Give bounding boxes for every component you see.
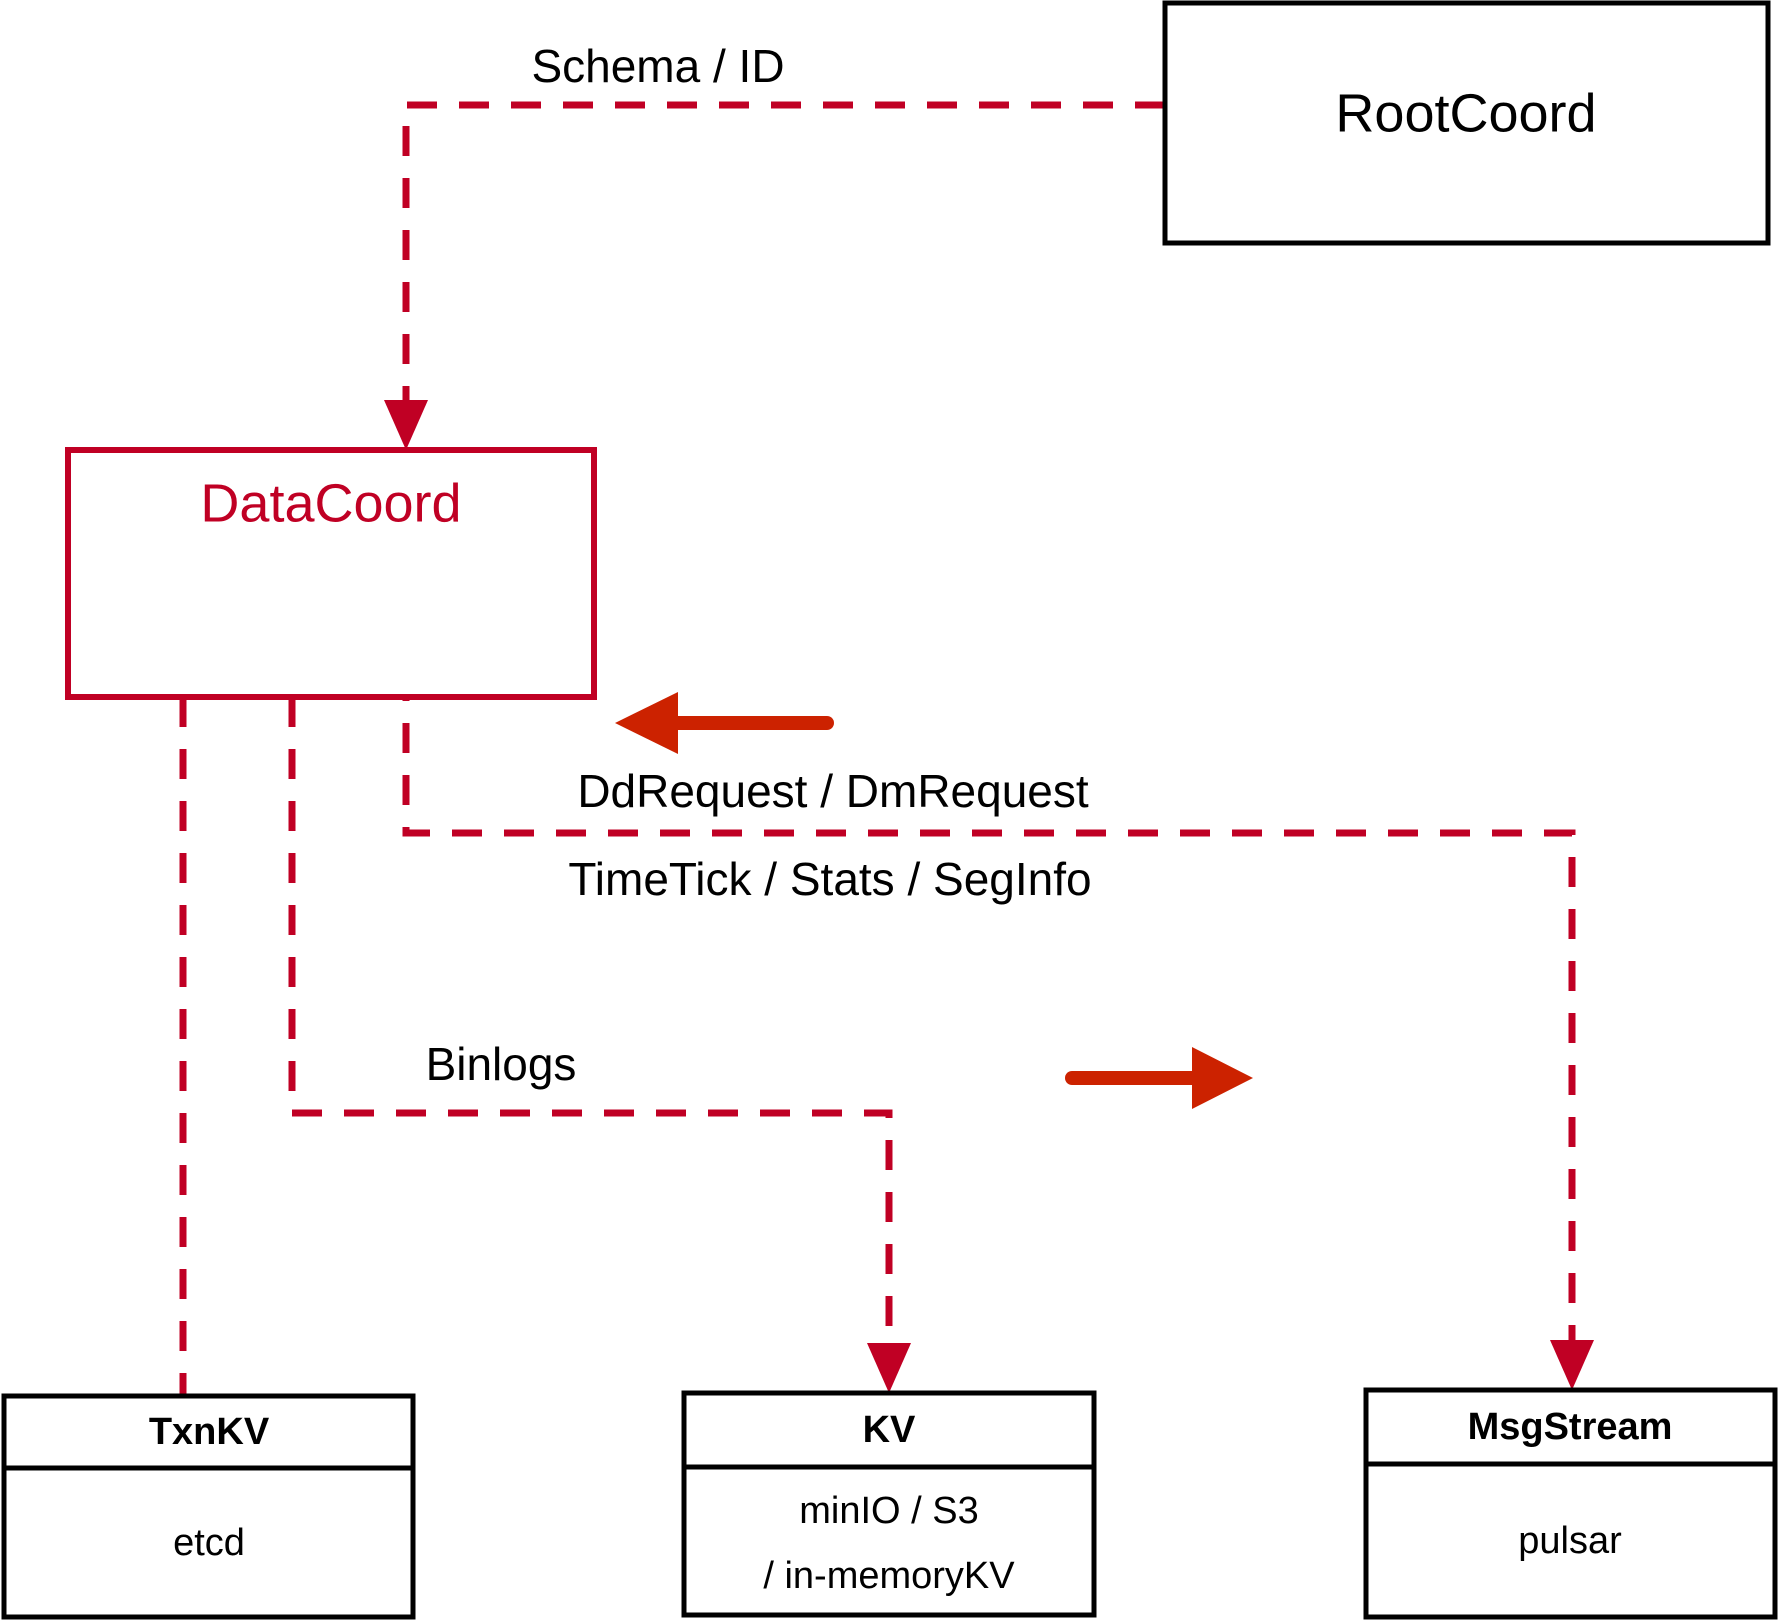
edge-label-timetick-stats-seginfo: TimeTick / Stats / SegInfo — [568, 853, 1091, 905]
outbound-direction-arrow-head — [1192, 1047, 1253, 1109]
store-kv-line-0: minIO / S3 — [799, 1490, 979, 1532]
node-rootcoord[interactable]: RootCoord — [1162, 0, 1771, 246]
store-kv[interactable]: KV minIO / S3 / in-memoryKV — [681, 1390, 1097, 1618]
edge-schema-id-arrowhead — [384, 400, 428, 450]
node-datacoord-label: DataCoord — [200, 473, 461, 533]
edge-schema-id-path — [402, 101, 1165, 418]
inbound-direction-arrow — [615, 692, 834, 754]
store-txnkv[interactable]: TxnKV etcd — [1, 1393, 416, 1620]
edge-binlogs-path — [288, 697, 893, 1358]
edge-msgstream-datacoord-path — [402, 660, 1576, 1355]
edge-binlogs-arrowhead — [867, 1343, 911, 1393]
store-txnkv-title: TxnKV — [149, 1411, 270, 1453]
edge-schema-id — [384, 101, 1165, 450]
edge-label-dd-dm-request: DdRequest / DmRequest — [577, 765, 1089, 817]
node-rootcoord-label: RootCoord — [1335, 83, 1596, 143]
edge-binlogs — [288, 697, 911, 1393]
node-datacoord[interactable]: DataCoord — [65, 447, 597, 700]
edge-msgstream-arrowhead — [1550, 1340, 1594, 1390]
inbound-direction-arrow-head — [615, 692, 678, 754]
store-kv-line-1: / in-memoryKV — [763, 1555, 1015, 1597]
store-msgstream[interactable]: MsgStream pulsar — [1363, 1387, 1778, 1620]
edge-msgstream-datacoord — [384, 620, 1594, 1390]
store-kv-title: KV — [863, 1409, 916, 1451]
edge-label-schema-id: Schema / ID — [531, 40, 784, 92]
node-datacoord-box[interactable] — [65, 447, 597, 700]
edge-label-binlogs: Binlogs — [426, 1038, 577, 1090]
store-kv-box[interactable] — [681, 1390, 1097, 1618]
store-msgstream-title: MsgStream — [1468, 1406, 1673, 1448]
store-msgstream-line-0: pulsar — [1518, 1520, 1622, 1562]
store-txnkv-box[interactable] — [1, 1393, 416, 1620]
store-txnkv-line-0: etcd — [173, 1522, 245, 1564]
node-rootcoord-box[interactable] — [1162, 0, 1771, 246]
store-msgstream-box[interactable] — [1363, 1387, 1778, 1620]
outbound-direction-arrow — [1065, 1047, 1253, 1109]
